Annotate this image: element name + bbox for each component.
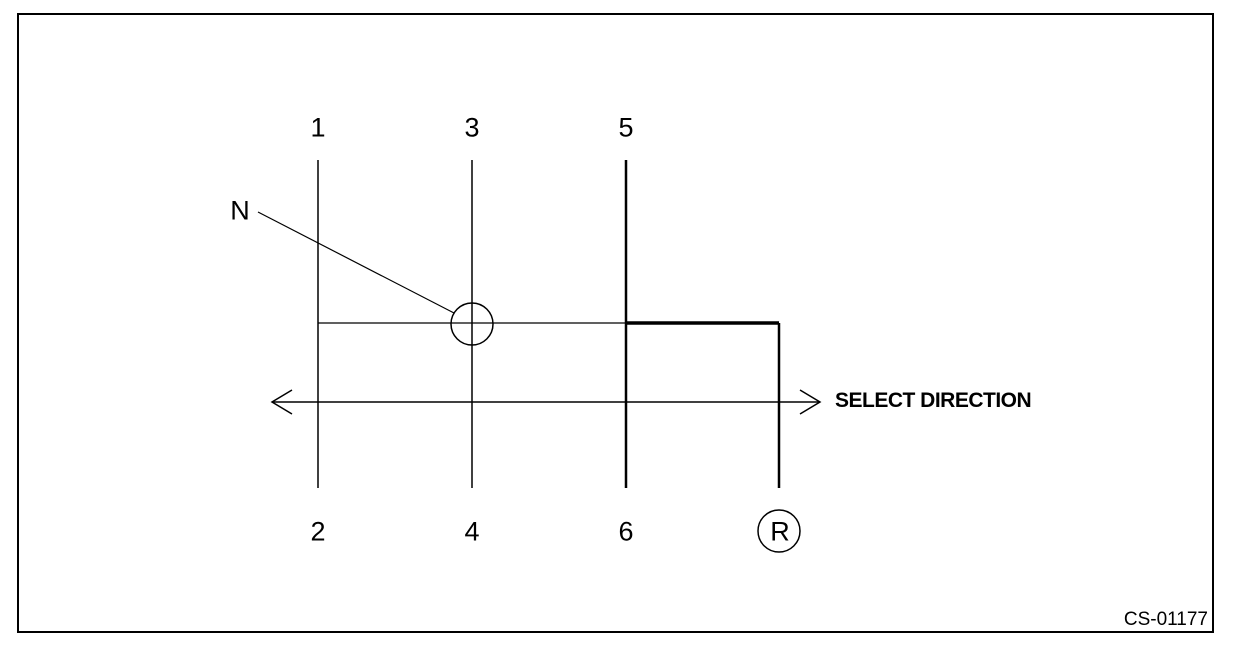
gear-6-label: 6 [618,516,634,547]
gear-2-label: 2 [310,516,326,547]
gear-3-label: 3 [464,112,480,143]
gear-5-label: 5 [618,112,634,143]
reverse-label: R [770,516,790,547]
neutral-leader-line [257,211,455,314]
diagram-frame [17,13,1214,633]
neutral-position-circle [450,302,494,346]
figure-code: CS-01177 [1123,609,1208,630]
select-direction-arrow [270,389,822,415]
neutral-label: N [230,195,250,226]
gear-1-label: 1 [310,112,326,143]
gear-4-label: 4 [464,516,480,547]
reverse-circle [757,509,801,553]
select-direction-label: SELECT DIRECTION [835,389,1032,412]
